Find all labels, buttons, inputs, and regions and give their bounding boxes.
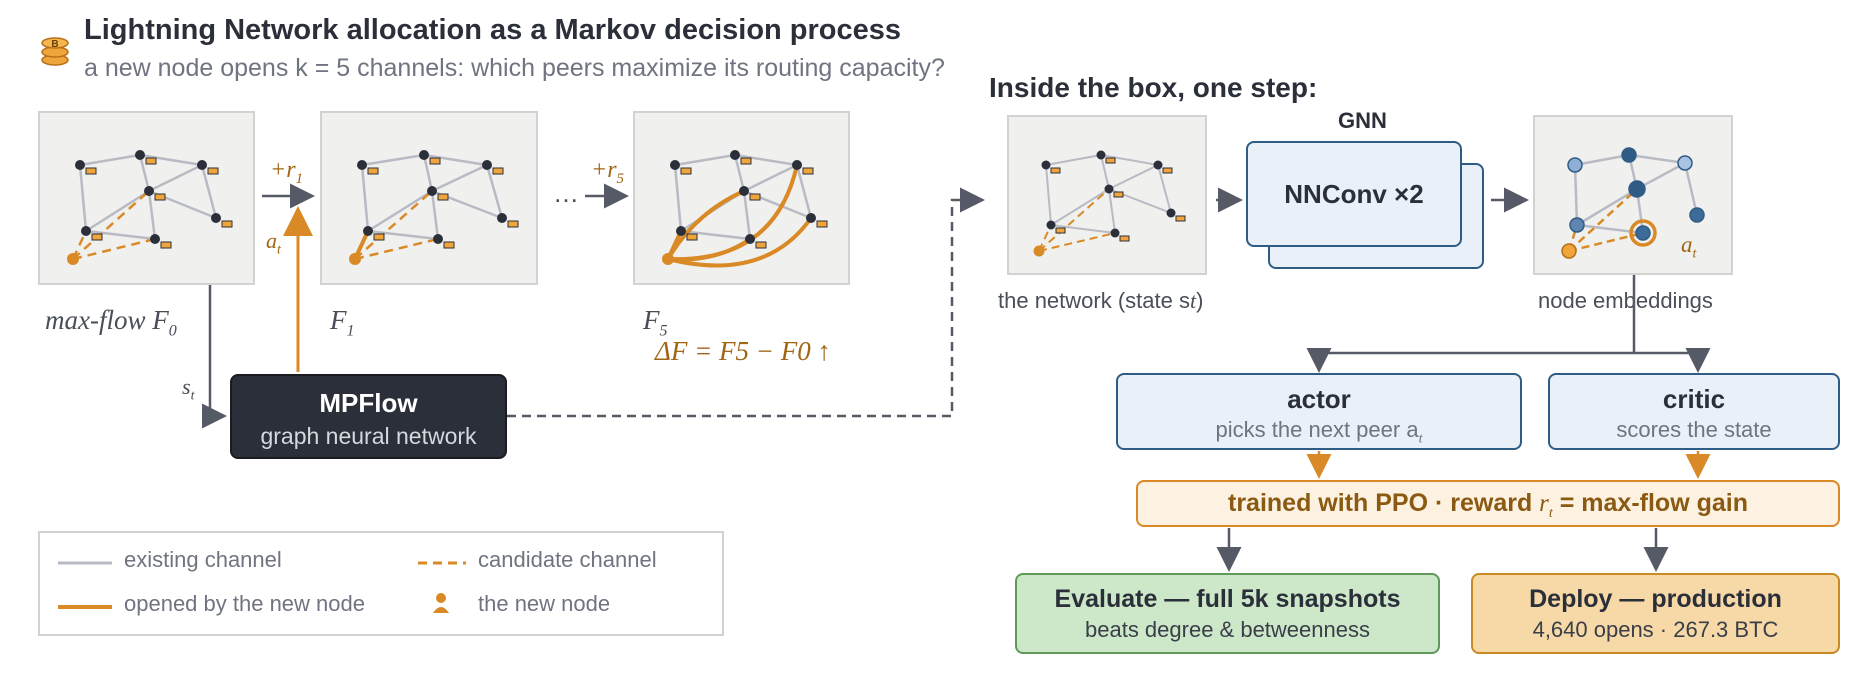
- legend-existing: existing channel: [124, 547, 282, 572]
- new-node-icon: [433, 593, 449, 613]
- embedding-panel: [1533, 115, 1733, 275]
- nnconv-box: NNConv ×2: [1246, 141, 1462, 247]
- reward-r1-label: +r1: [270, 157, 304, 187]
- legend-opened-swatch: [58, 605, 112, 609]
- mpflow-subtitle: graph neural network: [260, 423, 477, 449]
- gnn-label: GNN: [1338, 108, 1387, 133]
- actor-subtitle: picks the next peer at: [1215, 417, 1423, 447]
- embedding-caption: node embeddings: [1538, 288, 1713, 313]
- network-panel-f1: [320, 111, 538, 285]
- left-arrows: [202, 183, 985, 429]
- bitcoin-stack-icon: B: [41, 37, 69, 66]
- network-panel-f5: [633, 111, 850, 285]
- state-caption: the network (state st): [998, 288, 1204, 313]
- evaluate-subtitle: beats degree & betweenness: [1085, 617, 1370, 642]
- state-label: st: [182, 374, 195, 404]
- actor-title: actor: [1287, 384, 1351, 414]
- delta-f-label: ΔF = F5 − F0 ↑: [655, 336, 832, 366]
- deploy-title: Deploy — production: [1529, 585, 1782, 613]
- mpflow-box: MPFlow graph neural network: [230, 374, 507, 459]
- reward-r5-label: +r5: [591, 157, 625, 187]
- legend-candidate-swatch: [418, 561, 466, 565]
- ellipsis: …: [553, 178, 579, 208]
- deploy-subtitle: 4,640 opens · 267.3 BTC: [1532, 617, 1779, 642]
- nnconv-label: NNConv ×2: [1284, 179, 1424, 209]
- actor-box: actor picks the next peer at: [1116, 373, 1522, 450]
- action-label: at: [266, 228, 281, 258]
- inside-heading: Inside the box, one step:: [989, 72, 1318, 103]
- embedding-graph: [1561, 147, 1705, 259]
- legend-existing-swatch: [58, 561, 112, 565]
- svg-text:B: B: [51, 39, 58, 50]
- deploy-box: Deploy — production 4,640 opens · 267.3 …: [1471, 573, 1840, 654]
- ppo-box: trained with PPO · reward rt = max-flow …: [1136, 480, 1840, 527]
- state-network-panel: [1007, 115, 1207, 275]
- label-f5: F5: [643, 305, 668, 340]
- legend-opened: opened by the new node: [124, 591, 365, 616]
- page-subtitle: a new node opens k = 5 channels: which p…: [84, 54, 945, 82]
- legend-newnode: the new node: [478, 591, 611, 616]
- network-panel-f0: [38, 111, 255, 285]
- legend-candidate: candidate channel: [478, 547, 657, 572]
- label-f1: F1: [330, 305, 355, 340]
- network-graph-f0: [67, 150, 233, 265]
- ppo-label: trained with PPO · reward rt = max-flow …: [1228, 489, 1748, 521]
- embedding-action-label: at: [1681, 232, 1697, 262]
- state-network-graph: [1033, 150, 1186, 257]
- page-title: Lightning Network allocation as a Markov…: [84, 14, 902, 46]
- evaluate-title: Evaluate — full 5k snapshots: [1054, 585, 1401, 613]
- critic-box: critic scores the state: [1548, 373, 1840, 450]
- legend: existing channel candidate channel opene…: [38, 531, 724, 636]
- network-graph-f1: [349, 150, 519, 265]
- mpflow-title: MPFlow: [319, 388, 418, 418]
- network-graph-f5: [662, 150, 828, 268]
- evaluate-box: Evaluate — full 5k snapshots beats degre…: [1015, 573, 1440, 654]
- label-f0: max-flow F0: [45, 305, 177, 340]
- critic-subtitle: scores the state: [1616, 417, 1772, 442]
- critic-title: critic: [1662, 384, 1726, 414]
